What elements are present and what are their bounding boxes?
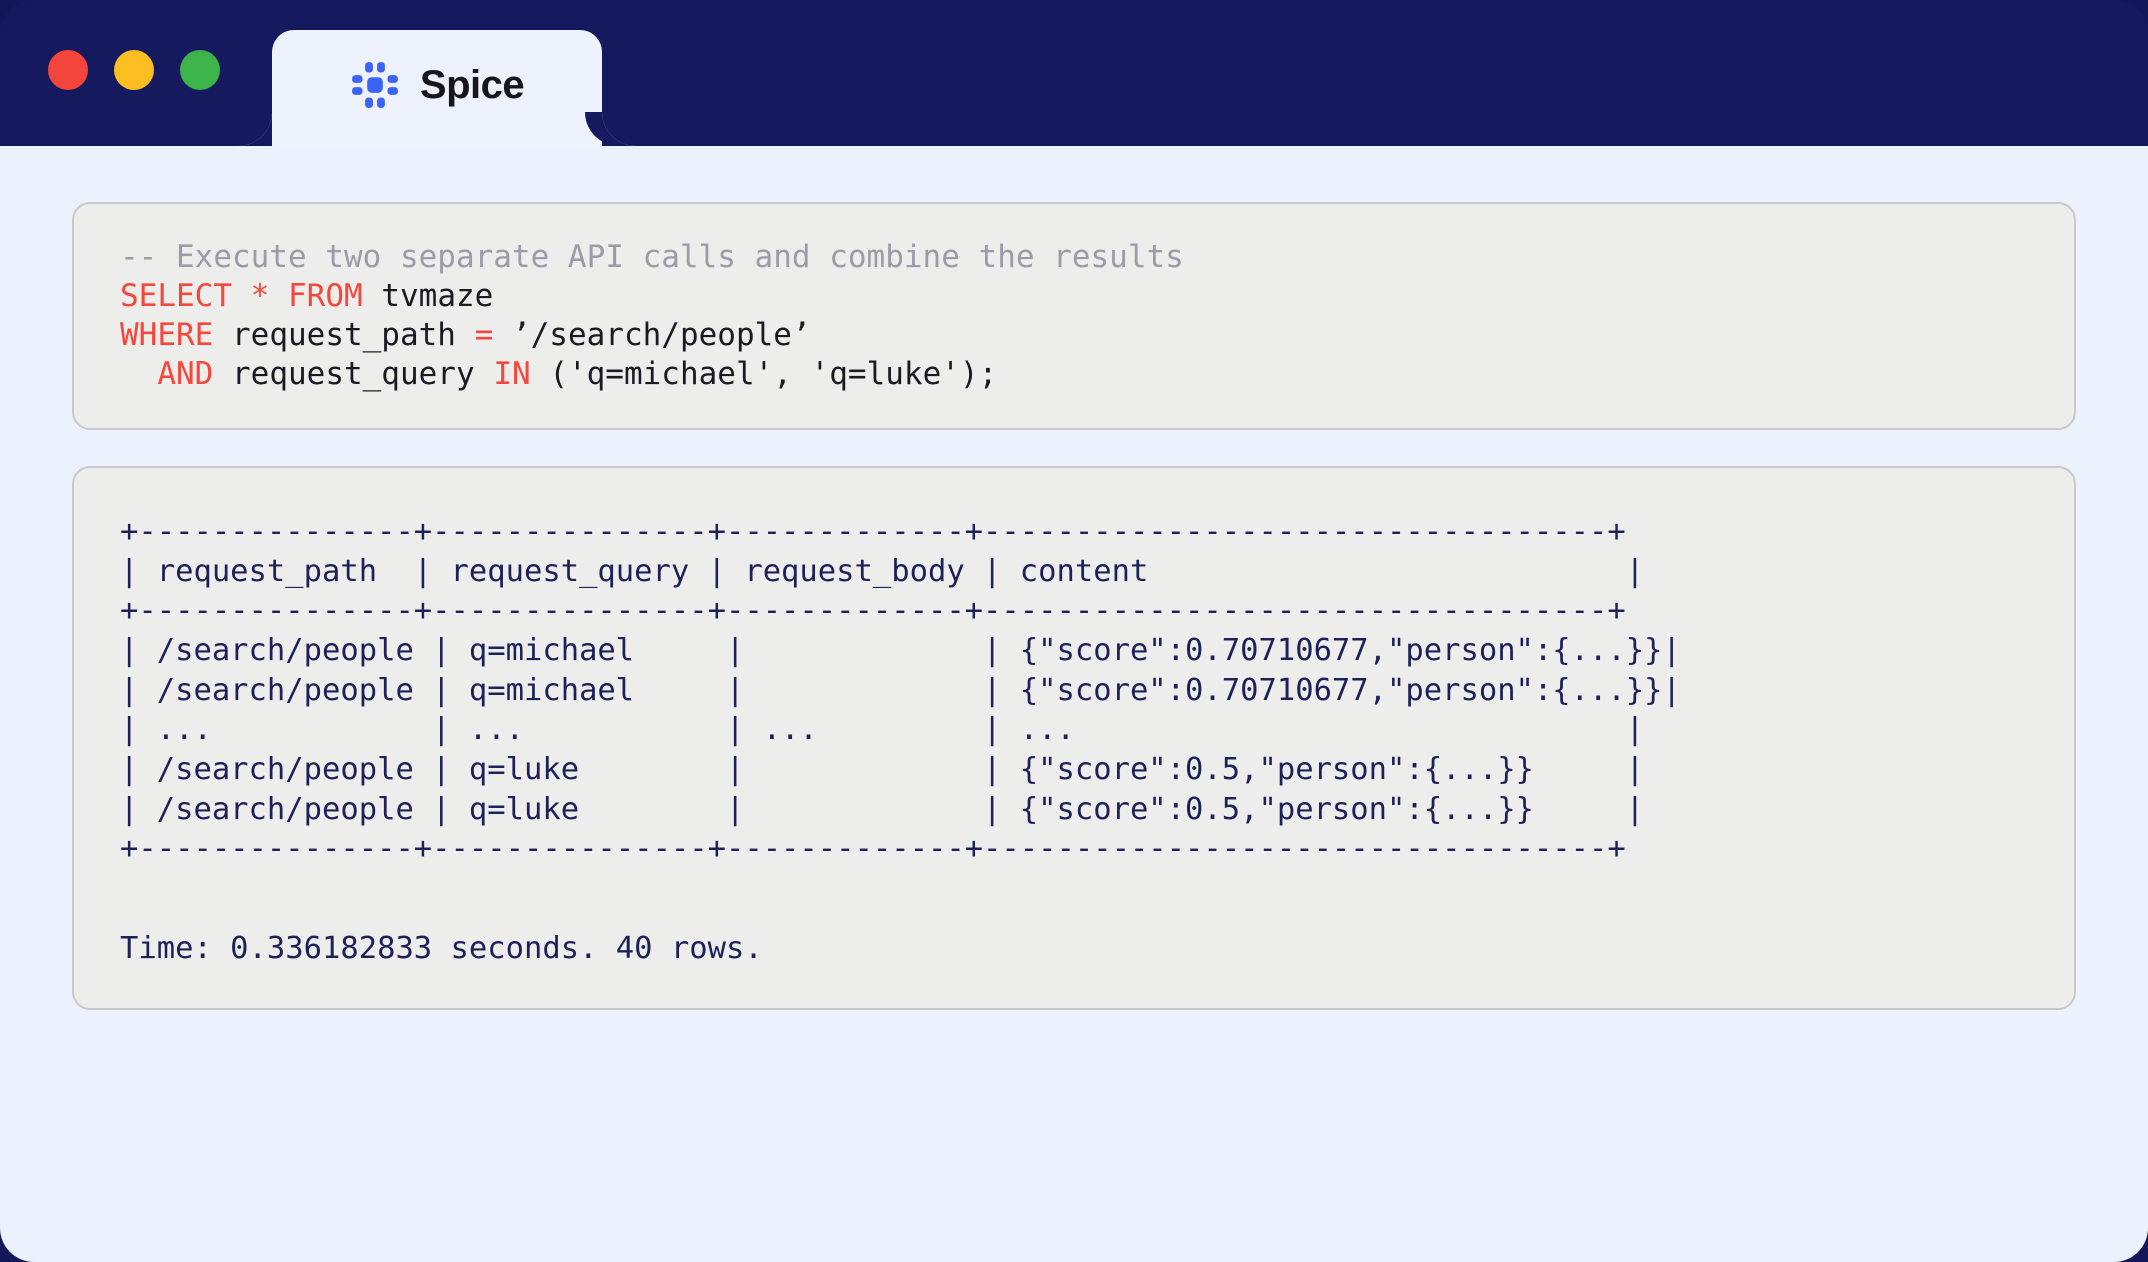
table-border-header: +---------------+---------------+-------… — [120, 593, 1626, 629]
sql-keyword-select: SELECT — [120, 278, 232, 315]
sql-keyword-in: IN — [493, 356, 531, 393]
table-row: | /search/people | q=luke | | {"score":0… — [120, 791, 1645, 827]
page-content: -- Execute two separate API calls and co… — [0, 146, 2148, 1262]
sql-column-request-query: request_query — [232, 356, 475, 393]
results-ascii-table: +---------------+---------------+-------… — [120, 512, 2028, 968]
sql-operator-eq: = — [474, 317, 494, 354]
spice-chip-icon — [351, 62, 398, 108]
sql-comment: -- Execute two separate API calls and co… — [120, 239, 1184, 275]
table-row: | /search/people | q=michael | | {"score… — [120, 633, 1681, 669]
query-results-card: +---------------+---------------+-------… — [72, 466, 2076, 1011]
zoom-window-button[interactable] — [180, 50, 220, 90]
traffic-light-controls — [48, 50, 220, 90]
close-window-button[interactable] — [48, 50, 88, 90]
title-bar: Spice — [0, 0, 2148, 146]
sql-keyword-where: WHERE — [120, 317, 214, 354]
tab-spice[interactable]: Spice — [238, 30, 636, 146]
table-border-top: +---------------+---------------+-------… — [120, 514, 1626, 550]
table-header-row: | request_path | request_query | request… — [120, 553, 1645, 589]
sql-operator-star: * — [250, 278, 270, 315]
results-spacer — [120, 869, 2028, 889]
table-row: | /search/people | q=luke | | {"score":0… — [120, 752, 1645, 788]
sql-table-name: tvmaze — [381, 278, 494, 315]
sql-keyword-from: FROM — [288, 278, 363, 315]
sql-code-block[interactable]: -- Execute two separate API calls and co… — [120, 238, 2028, 394]
table-row: | /search/people | q=michael | | {"score… — [120, 672, 1681, 708]
minimize-window-button[interactable] — [114, 50, 154, 90]
table-border-bottom: +---------------+---------------+-------… — [120, 831, 1626, 867]
sql-keyword-and: AND — [157, 356, 214, 393]
sql-column-request-path: request_path — [232, 317, 456, 354]
tab-ear-left — [238, 112, 272, 146]
sql-literal-path: ’/search/people’ — [511, 317, 811, 354]
tab-ear-right — [602, 112, 636, 146]
sql-literal-list: ('q=michael', 'q=luke'); — [549, 356, 998, 393]
table-row: | ... | ... | ... | ... | — [120, 712, 1645, 748]
results-status-line: Time: 0.336182833 seconds. 40 rows. — [120, 930, 763, 966]
sql-query-card: -- Execute two separate API calls and co… — [72, 202, 2076, 431]
tab-title: Spice — [419, 63, 525, 107]
